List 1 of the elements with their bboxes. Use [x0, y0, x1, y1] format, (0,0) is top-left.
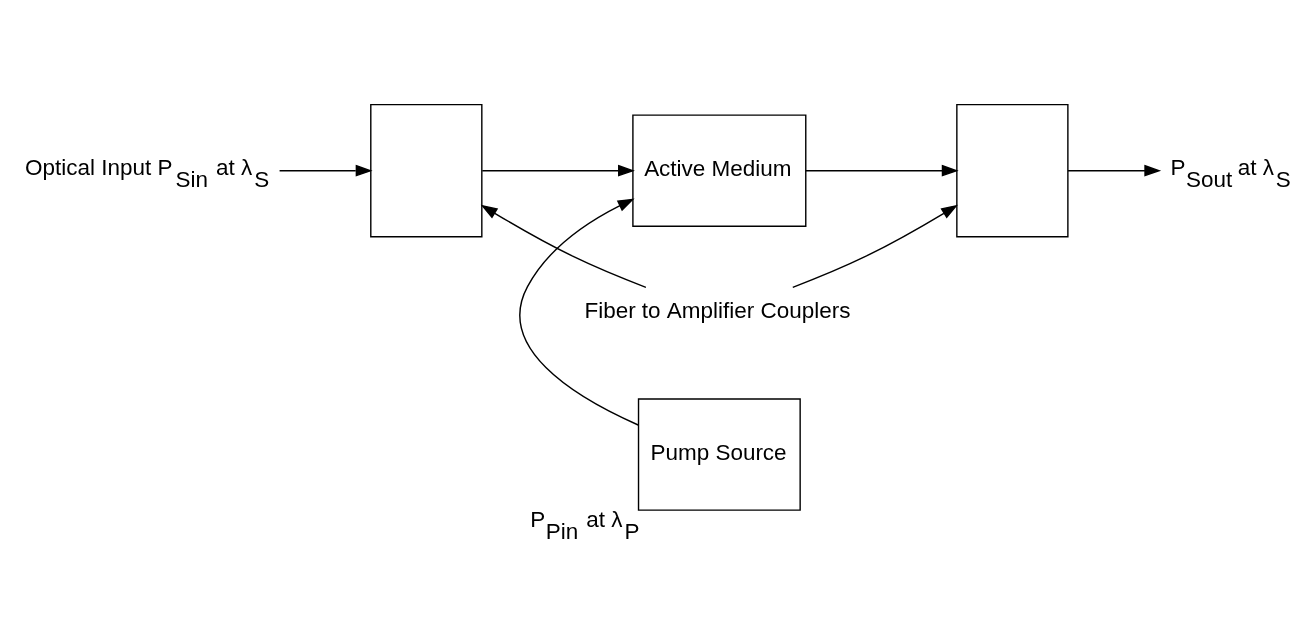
- node-text: Fiber to Amplifier Couplers: [584, 297, 851, 323]
